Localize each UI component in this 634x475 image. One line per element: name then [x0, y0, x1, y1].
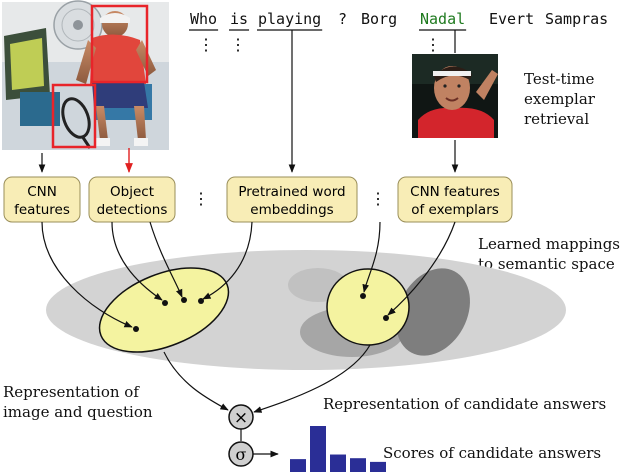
detection-box-racket [51, 83, 97, 149]
arrow-map-detection-1 [111, 221, 163, 301]
score-bar-5 [370, 461, 386, 472]
score-bar-4 [350, 458, 366, 472]
svg-text:CNN features: CNN features [410, 184, 500, 200]
multiply-symbol: × [234, 408, 248, 428]
arrow-image-question-to-multiply [163, 351, 229, 411]
score-bar-1 [290, 459, 306, 472]
svg-text:Object: Object [110, 184, 154, 200]
image-question-representation [98, 267, 230, 353]
arrow-map-exemplar-2 [387, 221, 456, 316]
svg-text:features: features [14, 202, 70, 218]
svg-text:CNN: CNN [27, 184, 57, 200]
arrow-map-detection-2 [149, 221, 183, 298]
svg-text:of exemplars: of exemplars [411, 202, 499, 218]
sigmoid-node: σ [228, 441, 254, 467]
token-1: is [230, 10, 248, 28]
input-photo [2, 0, 169, 150]
scores-label: Scores of candidate answers [383, 444, 601, 462]
token-0: Who [190, 10, 217, 28]
svg-text:Pretrained word: Pretrained word [238, 184, 345, 200]
point-detection-2 [181, 297, 187, 303]
sigmoid-symbol: σ [236, 445, 247, 464]
score-bar-2 [310, 426, 326, 472]
token-6: Evert [489, 10, 534, 28]
arrow-map-embedding [202, 221, 253, 300]
box-object-detections: Object detections [88, 176, 176, 223]
ellipsis-token-2: ⋮ [230, 35, 246, 54]
token-4: Borg [361, 10, 397, 28]
token-3: ? [338, 10, 347, 28]
ellipsis-token-1: ⋮ [198, 35, 214, 54]
arrow-map-cnn [41, 221, 133, 328]
arrow-answers-to-multiply [253, 344, 371, 413]
ellipsis-boxes-1: ⋮ [193, 189, 209, 208]
exemplar-retrieval-label: Test-time exemplar retrieval [524, 70, 600, 128]
arrow-map-exemplar-1 [362, 221, 381, 293]
multiply-node: × [228, 404, 254, 430]
svg-text:embeddings: embeddings [250, 202, 333, 218]
point-cnn [133, 326, 139, 332]
box-cnn-features: CNN features [3, 176, 81, 223]
rep-candidates-label: Representation of candidate answers [323, 395, 606, 413]
answer-region-dark [396, 268, 470, 356]
scores-bar-chart [290, 426, 386, 472]
point-answer-1 [360, 293, 366, 299]
ellipsis-token-nadal: ⋮ [425, 35, 441, 54]
point-embedding [198, 298, 204, 304]
box-exemplar-features: CNN features of exemplars [397, 176, 513, 223]
detection-box-person [90, 4, 149, 84]
learned-mappings-label: Learned mappings to semantic space [478, 235, 625, 273]
point-detection-1 [162, 300, 168, 306]
point-answer-2 [383, 315, 389, 321]
svg-text:detections: detections [97, 202, 168, 218]
token-7: Sampras [545, 10, 608, 28]
rep-image-question-label: Representation of image and question [3, 383, 153, 421]
box-word-embeddings: Pretrained word embeddings [226, 176, 358, 223]
answer-representation [326, 268, 410, 346]
exemplar-photo [412, 54, 498, 138]
ellipsis-boxes-2: ⋮ [370, 189, 386, 208]
token-2: playing [258, 10, 321, 28]
token-5: Nadal [420, 10, 465, 28]
score-bar-3 [330, 454, 346, 472]
